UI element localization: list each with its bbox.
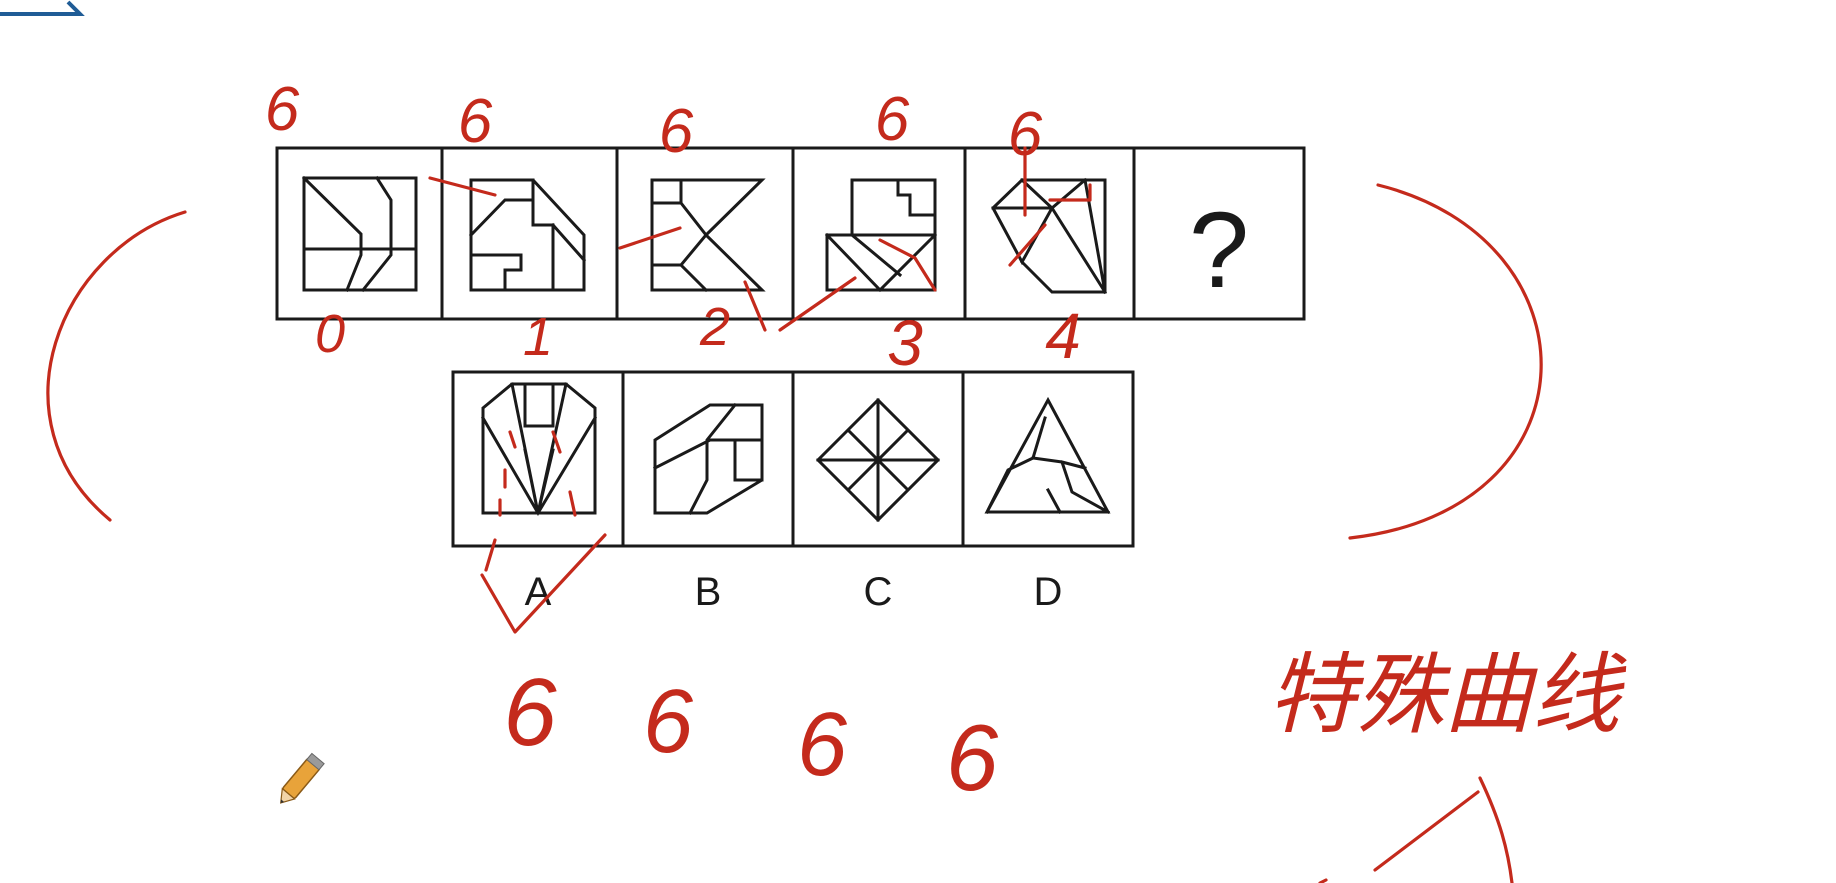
- option-c-cell[interactable]: [791, 370, 965, 548]
- question-cell-2: [440, 146, 619, 321]
- bottom-count-4: 4: [1045, 300, 1081, 372]
- option-count-a: 6: [503, 659, 557, 766]
- top-count-1: 6: [265, 75, 300, 144]
- top-count-2: 6: [458, 87, 493, 156]
- option-b-cell[interactable]: [621, 370, 795, 548]
- bottom-count-3: 3: [887, 307, 923, 379]
- left-bracket-stroke: [46, 210, 187, 522]
- pencil-icon[interactable]: [275, 752, 325, 808]
- option-b-label[interactable]: B: [695, 570, 722, 614]
- handwritten-note: 特殊曲线: [1268, 645, 1627, 744]
- option-a-cell[interactable]: [451, 370, 625, 548]
- top-count-4: 6: [875, 85, 910, 154]
- top-count-5: 6: [1008, 100, 1043, 169]
- question-cell-1: [275, 146, 444, 321]
- bottom-count-0: 0: [315, 304, 345, 364]
- handwritten-annotations: 6 6 6 6 6 0 1 2 3 4 6 6 6 6 特殊曲线: [46, 75, 1627, 883]
- option-c-label[interactable]: C: [864, 570, 893, 614]
- question-cell-5: [963, 146, 1136, 321]
- question-cell-4: [791, 146, 967, 321]
- option-d-label[interactable]: D: [1034, 570, 1063, 614]
- answer-check-mark: [480, 533, 607, 634]
- question-mark: ?: [1189, 189, 1249, 310]
- bottom-right-sketch: [1318, 776, 1514, 883]
- bottom-count-2: 2: [699, 297, 730, 357]
- top-count-3: 6: [659, 97, 694, 166]
- question-row: ?: [275, 146, 1306, 321]
- corner-accent: [0, 0, 85, 16]
- scribble-cell-3: [618, 226, 767, 332]
- scribble-cell-2: [428, 176, 497, 197]
- right-bracket-stroke: [1348, 183, 1543, 540]
- question-cell-3: [615, 146, 795, 321]
- option-d-cell[interactable]: [961, 370, 1135, 548]
- scribble-cell-4: [778, 238, 937, 332]
- options-row: [451, 370, 1135, 548]
- scribble-option-a: [484, 430, 577, 572]
- option-count-d: 6: [946, 705, 999, 810]
- question-cell-6: ?: [1132, 146, 1306, 321]
- bottom-count-1: 1: [523, 307, 553, 367]
- scribble-cell-5: [1008, 146, 1092, 267]
- option-count-b: 6: [643, 672, 694, 772]
- option-count-c: 6: [797, 695, 848, 795]
